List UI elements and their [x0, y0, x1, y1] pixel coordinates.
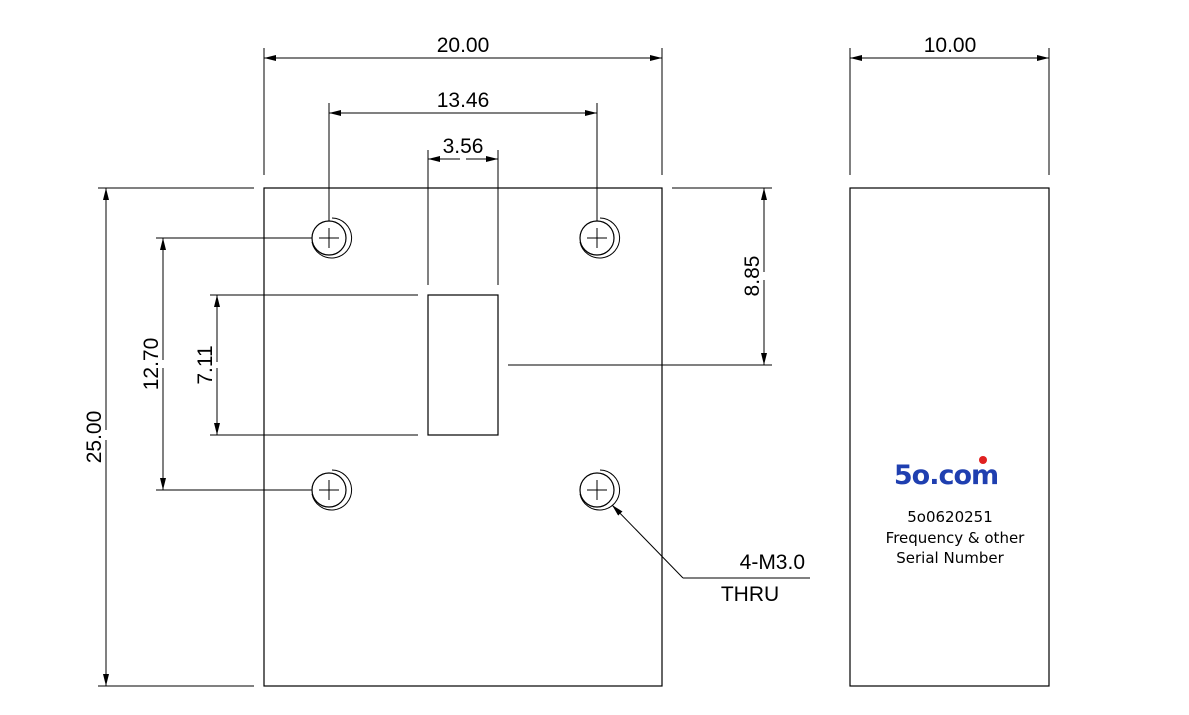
dimension-front-width: 20.00 — [263, 34, 663, 175]
hole-callout-size: 4-M3.0 — [740, 551, 805, 574]
mounting-hole-top-left — [311, 217, 353, 259]
hole-callout-thru: THRU — [721, 583, 779, 606]
logo-dot-icon — [979, 456, 987, 464]
dimension-top-to-slot-offset: 8.85 — [508, 187, 772, 366]
dim-label-side-width: 10.00 — [924, 34, 977, 57]
dim-label-front-width: 20.00 — [437, 34, 490, 57]
front-body-outline — [263, 187, 663, 687]
dim-label-top-to-slot-offset: 8.85 — [741, 256, 764, 297]
front-view — [263, 187, 663, 687]
brand-logo: 5o.com — [894, 460, 998, 491]
part-number: 5o0620251 — [907, 508, 993, 526]
mounting-hole-top-right — [579, 217, 621, 259]
dimension-hole-spacing-y: 12.70 — [140, 237, 312, 491]
dim-label-slot-width: 3.56 — [443, 135, 484, 158]
marking-line-2: Frequency & other — [886, 529, 1026, 547]
dimension-slot-height: 7.11 — [194, 294, 418, 436]
side-view: 10.00 5o.com 5o0620251 Frequency & other… — [849, 34, 1050, 687]
dimension-hole-spacing-x: 13.46 — [328, 89, 598, 221]
dim-label-height-total: 25.00 — [83, 411, 106, 464]
side-marking: 5o.com 5o0620251 Frequency & other Seria… — [886, 456, 1026, 567]
mounting-hole-bottom-right — [579, 469, 621, 511]
mounting-hole-bottom-left — [311, 469, 353, 511]
center-slot — [427, 294, 499, 436]
dim-label-hole-spacing-y: 12.70 — [140, 338, 163, 391]
side-body-outline — [849, 187, 1050, 687]
marking-line-3: Serial Number — [896, 549, 1004, 567]
dimension-height-total: 25.00 — [83, 187, 254, 687]
dimension-slot-width: 3.56 — [427, 135, 499, 285]
hole-callout: 4-M3.0 THRU — [611, 504, 810, 606]
dim-label-hole-spacing-x: 13.46 — [437, 89, 490, 112]
dim-label-slot-height: 7.11 — [194, 345, 217, 384]
